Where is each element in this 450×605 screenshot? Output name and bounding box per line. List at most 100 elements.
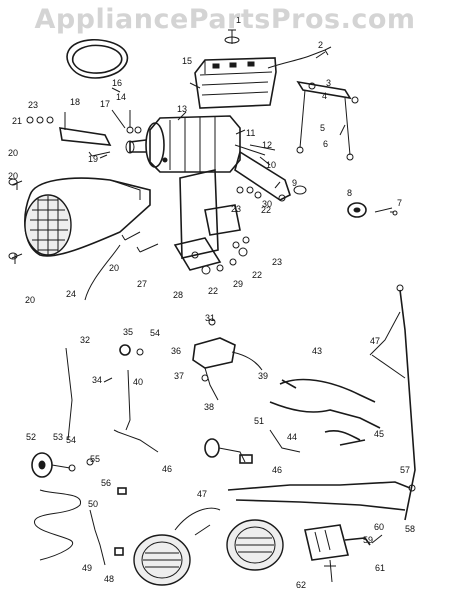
callout-c8: 8 xyxy=(347,188,352,198)
callout-c47a: 47 xyxy=(370,336,380,346)
callout-c46b: 46 xyxy=(272,465,282,475)
pulley-bracket xyxy=(59,127,112,146)
callout-c6: 6 xyxy=(323,139,328,149)
switch-35 xyxy=(103,344,144,383)
callout-c54a: 54 xyxy=(66,435,76,445)
callout-c7: 7 xyxy=(397,198,402,208)
callout-c53: 53 xyxy=(53,432,63,442)
callout-c20a: 20 xyxy=(8,148,18,158)
belt-tightener xyxy=(234,144,307,202)
callout-c9: 9 xyxy=(292,178,297,188)
belt-guard xyxy=(24,177,151,257)
clip-56 xyxy=(117,487,127,495)
wire-32 xyxy=(65,347,73,441)
callout-c46a: 46 xyxy=(162,464,172,474)
callout-c58: 58 xyxy=(405,524,415,534)
clip-48 xyxy=(114,547,124,556)
belt xyxy=(66,38,129,79)
callout-c28: 28 xyxy=(173,290,183,300)
callout-c37: 37 xyxy=(174,371,184,381)
callout-c12: 12 xyxy=(262,140,272,150)
callout-c29: 29 xyxy=(233,279,243,289)
callout-c47b: 47 xyxy=(197,489,207,499)
callout-c52: 52 xyxy=(26,432,36,442)
mounting-bracket xyxy=(173,169,241,271)
callout-c34: 34 xyxy=(92,375,102,385)
cable-57 xyxy=(227,481,411,491)
callout-c62: 62 xyxy=(296,580,306,590)
callout-c27: 27 xyxy=(137,279,147,289)
callout-c11: 11 xyxy=(246,128,255,138)
callout-c44: 44 xyxy=(287,432,297,442)
callout-c23b: 23 xyxy=(231,204,241,214)
callout-c20b: 20 xyxy=(8,171,18,181)
switch-51 xyxy=(204,438,253,464)
wire-40 xyxy=(125,369,131,431)
callout-c51: 51 xyxy=(254,416,264,426)
callout-c3: 3 xyxy=(326,78,331,88)
callout-c4: 4 xyxy=(322,91,327,101)
callout-c56: 56 xyxy=(101,478,111,488)
callout-c21: 21 xyxy=(12,116,22,126)
cable-59 xyxy=(235,499,406,511)
cord-50 xyxy=(34,489,81,561)
harness-43 xyxy=(279,378,376,403)
callout-c45: 45 xyxy=(374,429,384,439)
leader-lines xyxy=(64,51,406,544)
callout-c19: 19 xyxy=(88,154,98,164)
top-hardware xyxy=(8,116,262,275)
callout-c20d: 20 xyxy=(25,295,35,305)
battery xyxy=(194,57,277,109)
callout-c2: 2 xyxy=(318,40,323,50)
callout-c1: 1 xyxy=(236,15,241,25)
battery-cable xyxy=(267,46,332,69)
callout-c32: 32 xyxy=(80,335,90,345)
callout-c49: 49 xyxy=(82,563,92,573)
callout-c50: 50 xyxy=(88,499,98,509)
callout-c54b: 54 xyxy=(150,328,160,338)
callout-c22a: 22 xyxy=(261,205,271,215)
callout-c38: 38 xyxy=(204,402,214,412)
watermark: AppliancePartsPros.com xyxy=(34,4,416,35)
callout-c57: 57 xyxy=(400,465,410,475)
callout-c61: 61 xyxy=(375,563,385,573)
callout-c14: 14 xyxy=(116,92,126,102)
callout-c30: 30 xyxy=(262,199,272,209)
callout-c18: 18 xyxy=(70,97,80,107)
cable-47 xyxy=(399,289,416,521)
callout-c35: 35 xyxy=(123,327,133,337)
headlight-right xyxy=(226,519,284,571)
callout-c36: 36 xyxy=(171,346,181,356)
callout-c13: 13 xyxy=(177,104,187,114)
callout-c24: 24 xyxy=(66,289,76,299)
callout-c40: 40 xyxy=(133,377,143,387)
callout-c31: 31 xyxy=(205,313,215,323)
callout-c10: 10 xyxy=(266,160,276,170)
callout-c22b: 22 xyxy=(208,286,218,296)
battery-holddown xyxy=(296,80,359,161)
harness-44 xyxy=(269,401,381,429)
callout-c60: 60 xyxy=(374,522,384,532)
callout-c16: 16 xyxy=(112,78,122,88)
callout-c39: 39 xyxy=(258,371,268,381)
wire-46a xyxy=(113,429,159,453)
starter-generator xyxy=(125,115,241,173)
callout-c5: 5 xyxy=(320,123,325,133)
screw-hardware-1 xyxy=(224,29,240,44)
headlight-left xyxy=(133,534,191,586)
callout-c15: 15 xyxy=(182,56,192,66)
callout-c20c: 20 xyxy=(109,263,119,273)
callout-c55: 55 xyxy=(90,454,100,464)
callout-c23c: 23 xyxy=(272,257,282,267)
wire-45 xyxy=(324,430,366,446)
voltage-regulator xyxy=(192,318,263,401)
pulley-assembly xyxy=(347,202,398,218)
wire-46b xyxy=(269,429,301,453)
cord-48-49 xyxy=(89,509,106,566)
callout-c23a: 23 xyxy=(28,100,38,110)
callout-c59: 59 xyxy=(363,535,373,545)
callout-c48: 48 xyxy=(104,574,114,584)
callout-c22c: 22 xyxy=(252,270,262,280)
